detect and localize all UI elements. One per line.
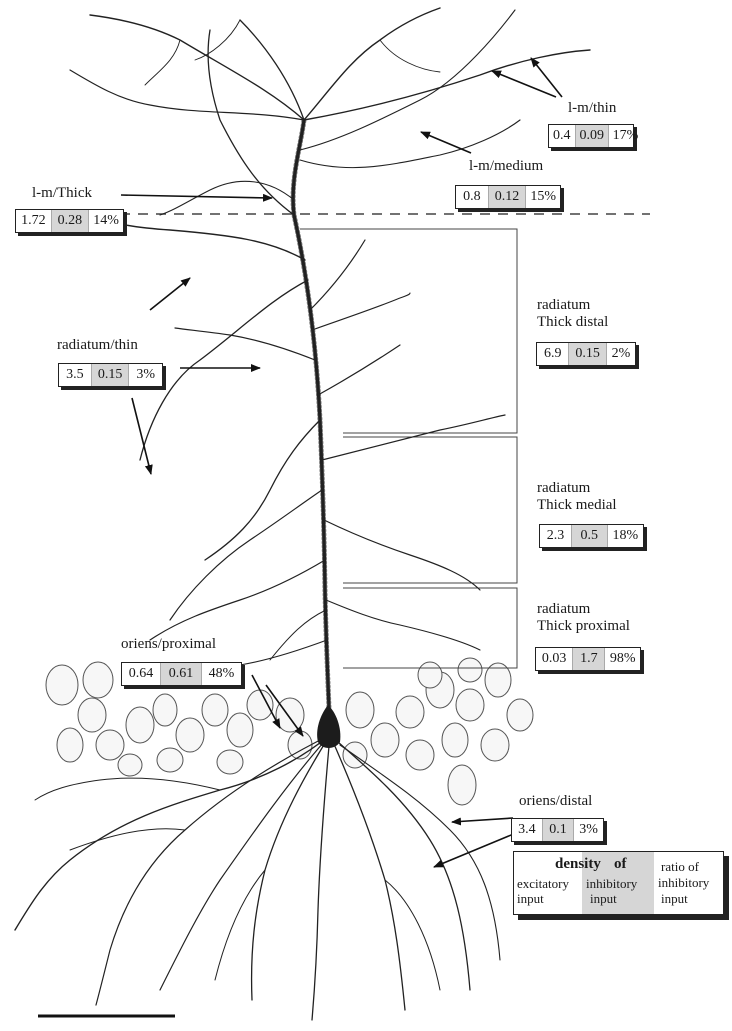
label-lm-thin: l-m/thin [568,100,616,117]
box-radiatum-thin-ratio: 3% [128,364,162,386]
label-radiatum-thick-medial-line1: radiatum [537,480,617,497]
box-radiatum-thin-excitatory: 3.5 [59,364,91,386]
box-lm-medium: 0.8 0.12 15% [455,185,561,209]
label-radiatum-thick-distal-line2: Thick distal [537,314,608,331]
legend-inhibitory-1: inhibitory [586,877,637,891]
box-lm-medium-excitatory: 0.8 [456,186,488,208]
label-radiatum-thick-proximal-line1: radiatum [537,601,630,618]
label-oriens-proximal: oriens/proximal [121,636,216,653]
box-lm-thick-excitatory: 1.72 [16,210,51,232]
legend-of-word: of [614,857,627,871]
box-lm-thin-inhibitory: 0.09 [575,125,609,147]
box-oriens-proximal-ratio: 48% [201,663,241,685]
label-radiatum-thick-medial: radiatum Thick medial [537,480,617,514]
box-oriens-proximal-excitatory: 0.64 [122,663,160,685]
box-oriens-distal-excitatory: 3.4 [512,819,542,841]
legend-box: density of excitatory input inhibitory i… [513,851,724,915]
box-radiatum-thick-distal-ratio: 2% [606,343,635,365]
box-oriens-distal: 3.4 0.1 3% [511,818,604,842]
cell-layer [46,658,533,805]
label-radiatum-thin: radiatum/thin [57,337,138,354]
label-radiatum-thick-distal: radiatum Thick distal [537,297,608,331]
box-radiatum-thick-medial-excitatory: 2.3 [540,525,571,547]
box-radiatum-thick-distal: 6.9 0.15 2% [536,342,636,366]
box-lm-medium-inhibitory: 0.12 [488,186,526,208]
legend-excitatory-2: input [517,892,544,906]
legend-ratio-1: ratio of [661,860,699,874]
legend-ratio-3: input [661,892,688,906]
box-lm-thin-excitatory: 0.4 [549,125,575,147]
label-lm-thick: l-m/Thick [32,185,92,202]
box-lm-thin: 0.4 0.09 17% [548,124,634,148]
box-lm-thick-ratio: 14% [88,210,123,232]
box-oriens-proximal-inhibitory: 0.61 [160,663,201,685]
box-lm-thin-ratio: 17% [608,125,642,147]
box-oriens-distal-inhibitory: 0.1 [542,819,574,841]
box-radiatum-thin: 3.5 0.15 3% [58,363,163,387]
legend-density-word: density [555,857,601,871]
box-radiatum-thick-proximal-inhibitory: 1.7 [572,648,604,670]
legend-excitatory-1: excitatory [517,877,569,891]
box-radiatum-thick-proximal-excitatory: 0.03 [536,648,572,670]
label-lm-medium: l-m/medium [469,158,543,175]
box-radiatum-thick-medial-ratio: 18% [607,525,643,547]
label-radiatum-thick-distal-line1: radiatum [537,297,608,314]
label-radiatum-thick-medial-line2: Thick medial [537,497,617,514]
box-lm-thick: 1.72 0.28 14% [15,209,124,233]
legend-ratio-2: inhibitory [658,876,709,890]
box-radiatum-thick-proximal-ratio: 98% [604,648,640,670]
box-lm-thick-inhibitory: 0.28 [51,210,88,232]
box-radiatum-thick-distal-inhibitory: 0.15 [568,343,605,365]
box-oriens-distal-ratio: 3% [573,819,603,841]
box-oriens-proximal: 0.64 0.61 48% [121,662,242,686]
box-radiatum-thick-medial: 2.3 0.5 18% [539,524,644,548]
box-lm-medium-ratio: 15% [525,186,560,208]
box-radiatum-thick-proximal: 0.03 1.7 98% [535,647,641,671]
box-radiatum-thin-inhibitory: 0.15 [91,364,129,386]
box-radiatum-thick-distal-excitatory: 6.9 [537,343,568,365]
neuron-soma [317,705,340,748]
label-oriens-distal: oriens/distal [519,793,592,810]
label-radiatum-thick-proximal-line2: Thick proximal [537,618,630,635]
label-radiatum-thick-proximal: radiatum Thick proximal [537,601,630,635]
box-radiatum-thick-medial-inhibitory: 0.5 [571,525,607,547]
region-separators [120,214,650,668]
legend-inhibitory-2: input [590,892,617,906]
